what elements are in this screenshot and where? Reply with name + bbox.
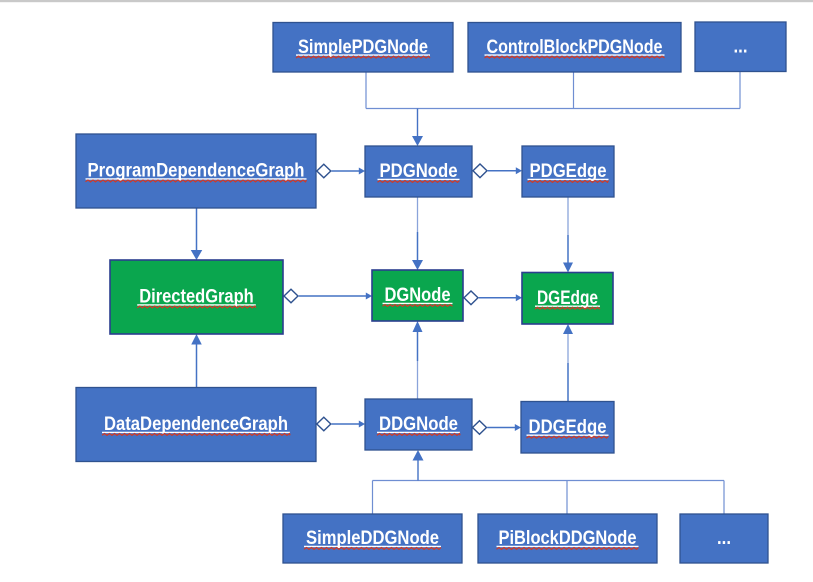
svg-text:SimplePDGNode: SimplePDGNode bbox=[298, 36, 428, 58]
svg-text:PDGNode: PDGNode bbox=[380, 160, 458, 182]
svg-text:PDGEdge: PDGEdge bbox=[530, 160, 607, 182]
svg-text:DDGEdge: DDGEdge bbox=[529, 416, 607, 438]
svg-text:...: ... bbox=[734, 35, 748, 57]
svg-text:DGNode: DGNode bbox=[385, 284, 451, 306]
svg-text:ProgramDependenceGraph: ProgramDependenceGraph bbox=[88, 160, 305, 182]
svg-text:PiBlockDDGNode: PiBlockDDGNode bbox=[499, 527, 637, 549]
svg-text:DDGNode: DDGNode bbox=[379, 413, 458, 435]
svg-text:...: ... bbox=[717, 527, 731, 549]
svg-text:SimpleDDGNode: SimpleDDGNode bbox=[306, 527, 439, 549]
svg-text:DataDependenceGraph: DataDependenceGraph bbox=[104, 413, 288, 435]
svg-text:DGEdge: DGEdge bbox=[537, 287, 598, 309]
svg-text:ControlBlockPDGNode: ControlBlockPDGNode bbox=[487, 36, 663, 58]
svg-text:DirectedGraph: DirectedGraph bbox=[139, 286, 254, 308]
